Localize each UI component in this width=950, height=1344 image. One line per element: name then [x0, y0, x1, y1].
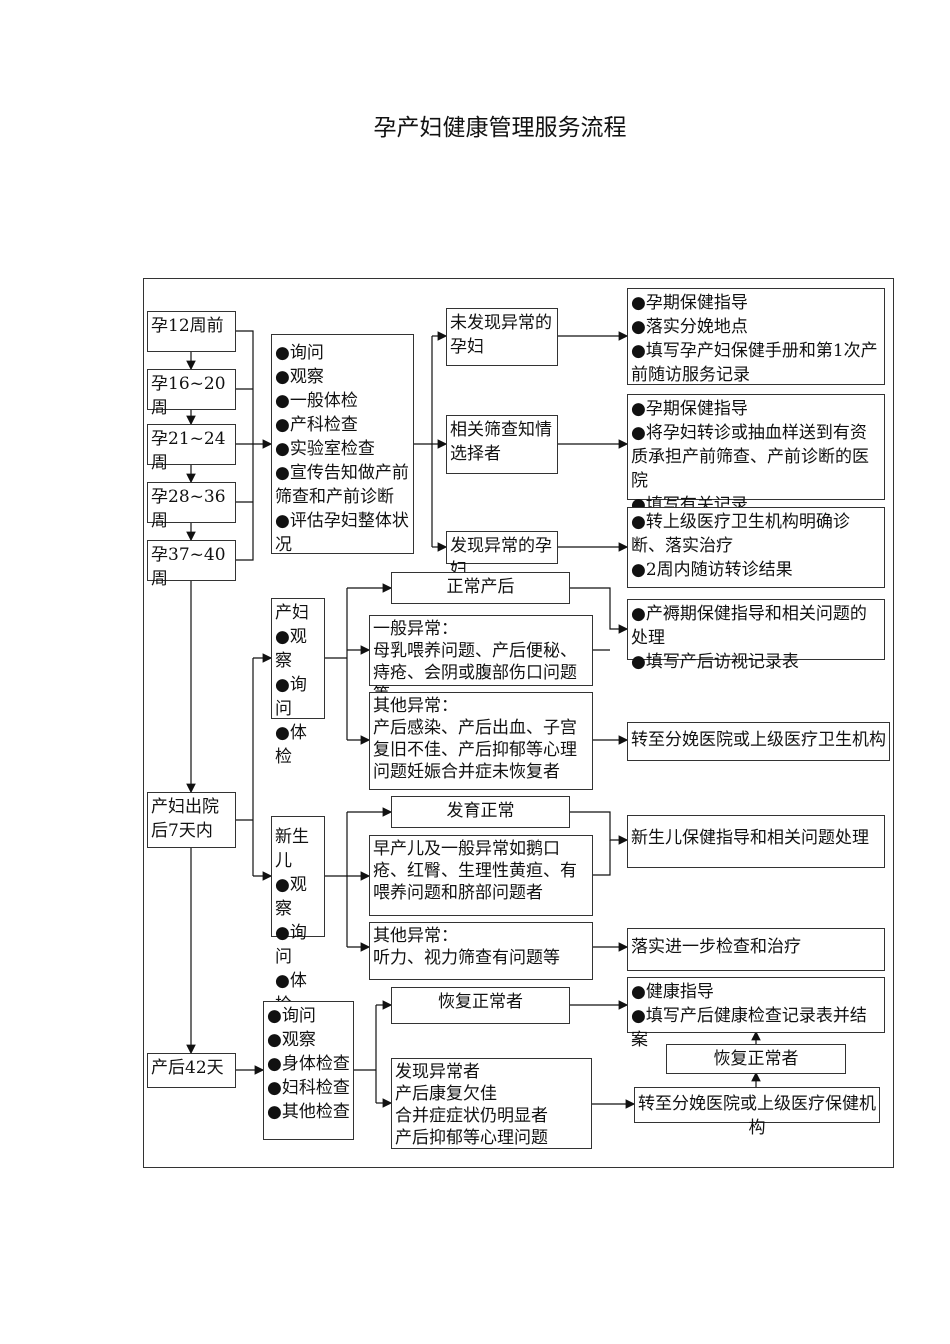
mother-normal-box: 正常产后 [391, 572, 570, 604]
newborn-other-abnormal-box: 其他异常： 听力、视力筛查有问题等 [369, 922, 593, 980]
day42-referral-box: 转至分娩医院或上级医疗保健机构 [634, 1087, 880, 1138]
prenatal-action-2: ●孕期保健指导 ●将孕妇转诊或抽血样送到有资质承担产前筛查、产前诊断的医院 ●填… [627, 394, 885, 515]
day42-normal-box: 恢复正常者 [391, 987, 570, 1024]
week-21-24-box: 孕21~24周 [147, 424, 236, 473]
mother-general-abnormal-box: 一般异常： 母乳喂养问题、产后便秘、痔疮、会阴或腹部伤口问题等 [369, 615, 593, 705]
day42-final-box: ●健康指导 ●填写产后健康检查记录表并结案 [627, 977, 885, 1050]
week-28-36-box: 孕28~36周 [147, 482, 236, 531]
no-abnormal-box: 未发现异常的孕妇 [446, 308, 558, 366]
week-37-40-box: 孕37~40周 [147, 540, 236, 589]
newborn-normal-box: 发育正常 [391, 796, 570, 828]
screening-choice-box: 相关筛查知情选择者 [446, 415, 558, 474]
prenatal-exam-box: ●询问 ●观察 ●一般体检 ●产科检查 ●实验室检查 ●宣传告知做产前筛查和产前… [271, 334, 414, 555]
mother-referral-box: 转至分娩医院或上级医疗卫生机构 [627, 722, 890, 761]
page-title: 孕产妇健康管理服务流程 [373, 115, 627, 141]
mother-exam-box: 产妇 ●观察 ●询问 ●体检 [271, 598, 325, 767]
newborn-general-abnormal-box: 早产儿及一般异常如鹅口疮、红臀、生理性黄疸、有喂养问题和脐部问题者 [369, 835, 593, 916]
newborn-action-box: 新生儿保健指导和相关问题处理 [627, 815, 885, 868]
day42-abnormal-box: 发现异常者 产后康复欠佳 合并症症状仍明显者 产后抑郁等心理问题 [391, 1058, 592, 1149]
day42-recovered-box: 恢复正常者 [666, 1044, 846, 1074]
prenatal-action-3: ●转上级医疗卫生机构明确诊断、落实治疗 ●2周内随访转诊结果 [627, 507, 885, 588]
newborn-referral-box: 落实进一步检查和治疗 [627, 928, 885, 971]
newborn-exam-box: 新生儿 ●观察 ●询问 ●体检 [271, 816, 325, 1015]
day42-box: 产后42天 [147, 1053, 236, 1088]
mother-action-box: ●产褥期保健指导和相关问题的处理 ●填写产后访视记录表 [627, 599, 885, 672]
week-16-20-box: 孕16~20周 [147, 369, 236, 418]
abnormal-found-box: 发现异常的孕妇 [446, 531, 558, 580]
day42-exam-box: ●询问 ●观察 ●身体检查 ●妇科检查 ●其他检查 [263, 1001, 354, 1140]
mother-other-abnormal-box: 其他异常： 产后感染、产后出血、子宫复旧不佳、产后抑郁等心理问题妊娠合并症未恢复… [369, 692, 593, 790]
prenatal-action-1: ●孕期保健指导 ●落实分娩地点 ●填写孕产妇保健手册和第1次产前随访服务记录 [627, 288, 885, 385]
discharge-7days-box: 产妇出院后7天内 [147, 792, 236, 848]
week-12-box: 孕12周前 [147, 311, 236, 352]
diagram-frame [143, 278, 894, 1168]
